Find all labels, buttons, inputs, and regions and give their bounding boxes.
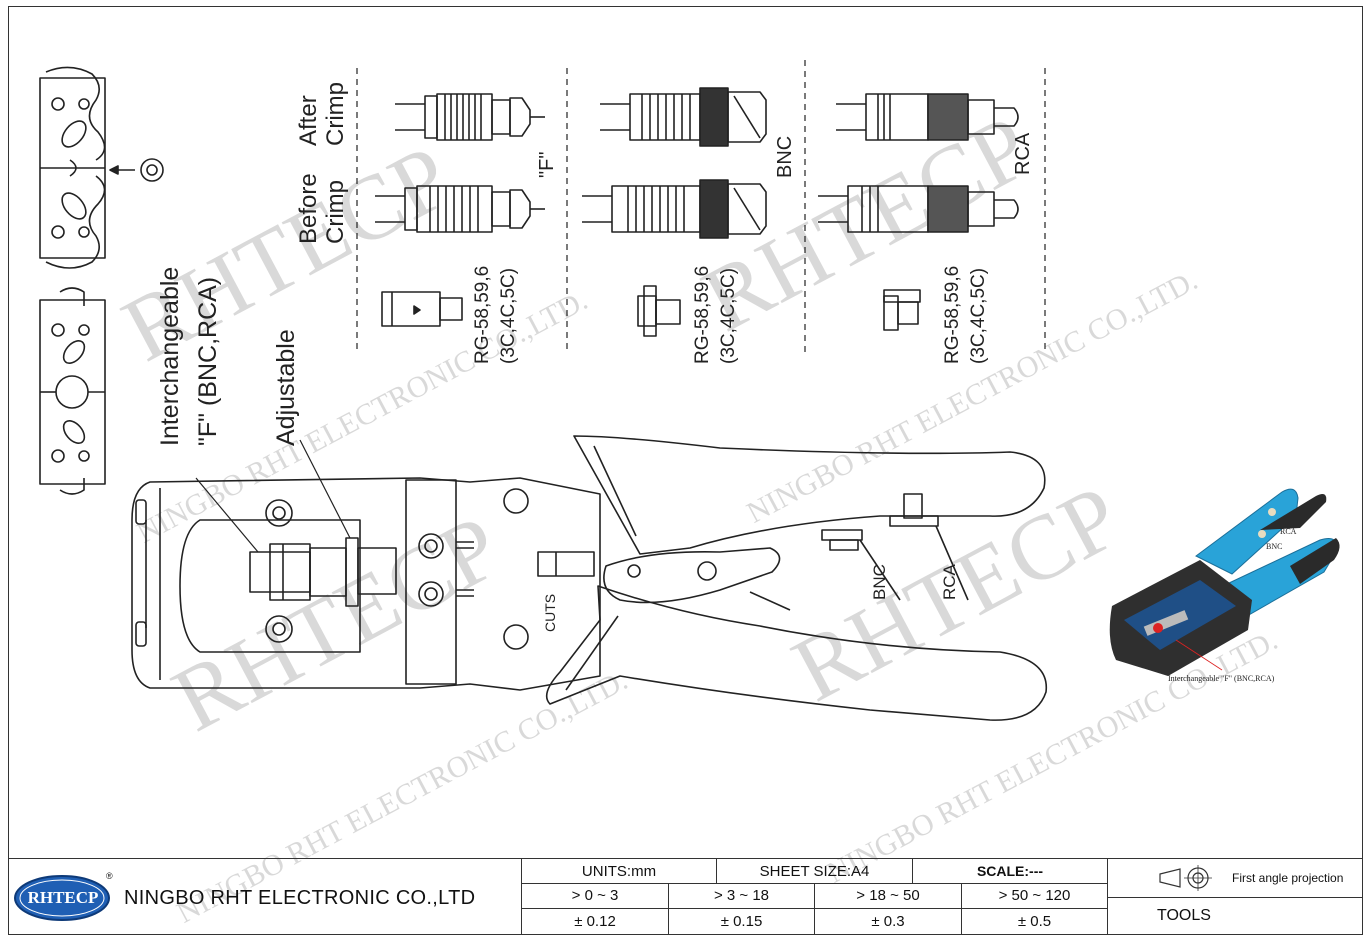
tolerance-value: ± 0.3 (814, 908, 961, 935)
tolerance-range: > 18 ~ 50 (814, 883, 961, 908)
tool-label-rca: RCA (940, 564, 959, 600)
cable-spec-rca: RG-58,59,6 (942, 265, 963, 364)
row-label-before: Before (295, 173, 322, 244)
scale-cell: SCALE:--- (912, 859, 1107, 883)
tolerance-value: ± 0.12 (521, 908, 668, 935)
projection-label: First angle projection (1232, 871, 1344, 885)
callout-adjustable: Adjustable (272, 329, 300, 446)
logo-text: RHTECP (27, 888, 99, 907)
cable-spec-bnc-alt: (3C,4C,5C) (718, 267, 739, 364)
tolerance-range: > 3 ~ 18 (668, 883, 814, 908)
cable-spec-bnc: RG-58,59,6 (692, 265, 713, 364)
f-connector-after (395, 93, 545, 141)
tolerance-range: > 50 ~ 120 (961, 883, 1107, 908)
projection-cell: First angle projection (1107, 859, 1363, 897)
tool-photo (1109, 488, 1340, 676)
row-label-before-crimp: Crimp (322, 180, 349, 244)
rca-connector-before (818, 185, 1019, 233)
tolerance-value: ± 0.15 (668, 908, 814, 935)
callout-interchangeable: Interchangeable (156, 266, 184, 446)
row-label-after-crimp: Crimp (322, 82, 349, 146)
row-label-after: After (295, 95, 322, 146)
technical-drawing (39, 60, 1340, 721)
cable-spec-f: RG-58,59,6 (472, 265, 493, 364)
photo-caption: Interchangeable "F" (BNC,RCA) (1168, 674, 1275, 683)
die-top-view (39, 66, 164, 269)
rca-die-insert (883, 289, 921, 331)
connector-label-f: "F" (536, 151, 558, 178)
connector-label-bnc: BNC (774, 135, 796, 178)
company-logo (14, 875, 110, 921)
cable-spec-rca-alt: (3C,4C,5C) (968, 267, 989, 364)
category-cell: TOOLS (1107, 897, 1363, 935)
f-die-insert (381, 291, 463, 327)
photo-label-rca: RCA (1280, 527, 1297, 536)
company-name: NINGBO RHT ELECTRONIC CO.,LTD (124, 887, 476, 909)
title-block: RHTECP ® NINGBO RHT ELECTRONIC CO.,LTD U… (8, 858, 1363, 935)
first-angle-projection-icon (1159, 865, 1212, 891)
f-connector-before (375, 185, 545, 233)
bnc-connector-after (600, 87, 767, 147)
drawing-sheet (8, 6, 1363, 935)
bnc-connector-before (582, 179, 767, 239)
photo-label-bnc: BNC (1266, 542, 1283, 551)
rca-connector-after (836, 93, 1019, 141)
cable-spec-f-alt: (3C,4C,5C) (498, 267, 519, 364)
units-cell: UNITS:mm (521, 859, 716, 883)
tool-label-cuts: CUTS (542, 593, 558, 632)
tolerance-value: ± 0.5 (961, 908, 1107, 935)
tolerance-range: > 0 ~ 3 (521, 883, 668, 908)
connector-label-rca: RCA (1012, 132, 1034, 175)
sheet-size-cell: SHEET SIZE:A4 (716, 859, 912, 883)
bnc-die-insert (637, 285, 681, 337)
tool-label-bnc: BNC (870, 564, 889, 600)
crimp-tool (131, 435, 1048, 721)
die-bottom-view (39, 287, 106, 495)
callout-interchangeable-types: "F" (BNC,RCA) (194, 276, 222, 446)
registered-mark: ® (106, 871, 113, 881)
